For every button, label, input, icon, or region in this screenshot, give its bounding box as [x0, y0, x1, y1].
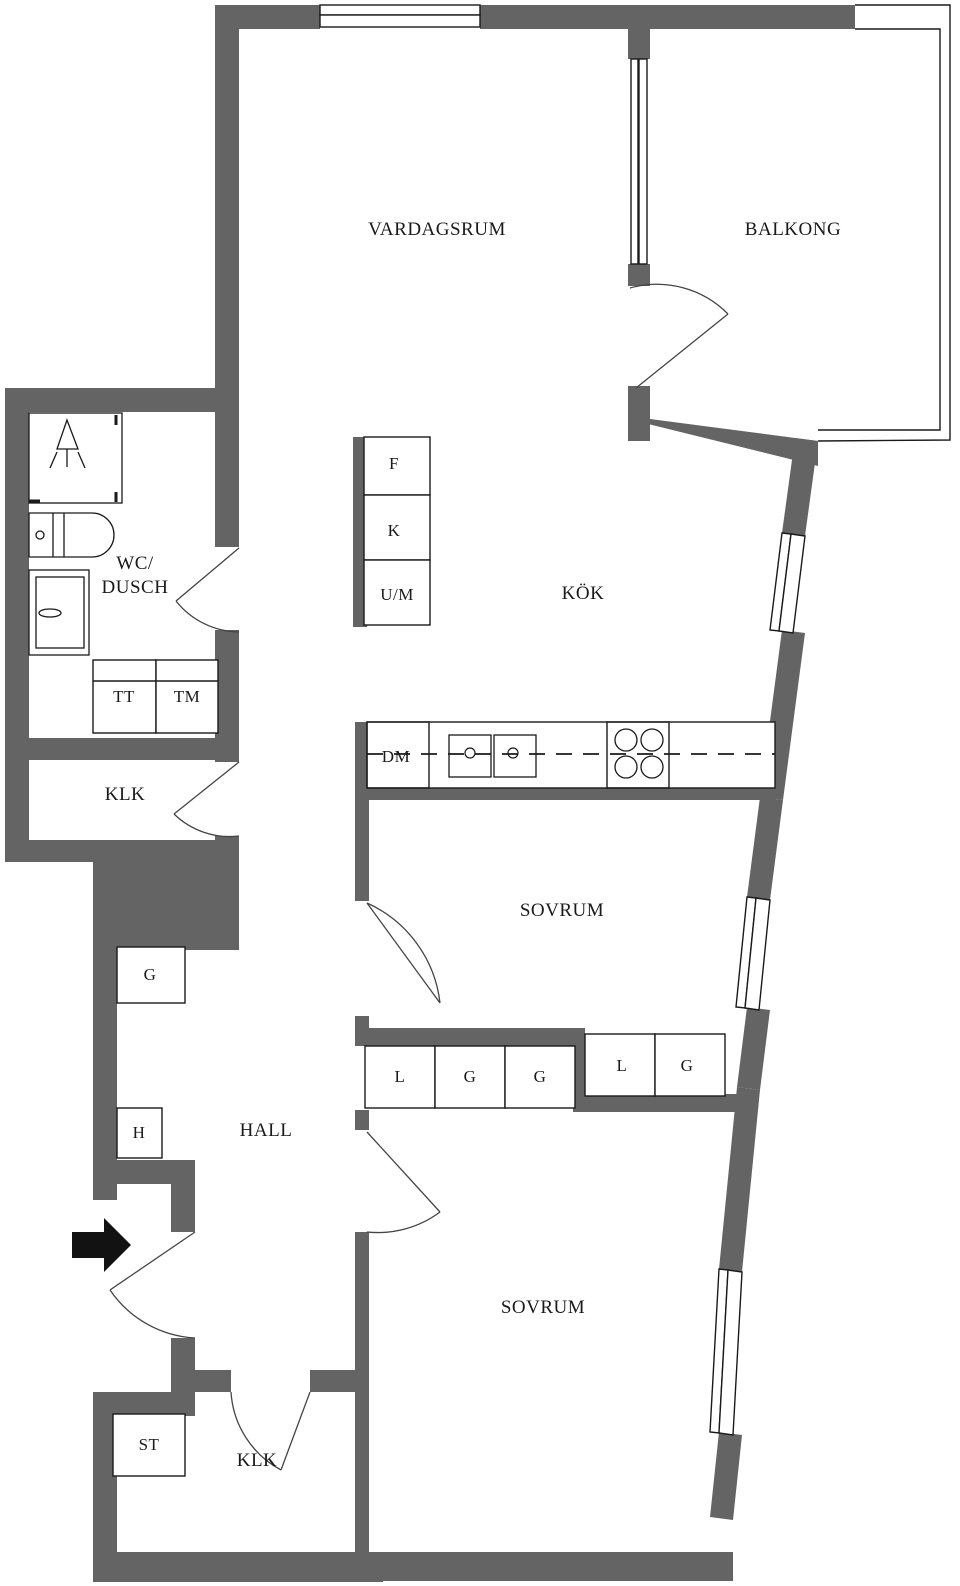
fixture-label-tumble-dryer: TT [113, 687, 135, 706]
wc-dusch-line1: WC/ [116, 553, 154, 574]
wc-dusch-line2: DUSCH [101, 577, 169, 598]
bathroom-fixtures [28, 412, 123, 656]
fixture-label-oven-microwave: U/M [380, 585, 414, 604]
room-label-hall: HALL [239, 1120, 293, 1141]
fixture-label-hat-shelf: H [132, 1123, 146, 1142]
room-label-klk-lower: KLK [236, 1450, 278, 1471]
fixture-label-wardrobe-hall: G [143, 965, 157, 984]
fixture-label-cleaning-storage: ST [138, 1435, 160, 1454]
room-label-vardagsrum: VARDAGSRUM [368, 219, 506, 240]
fixture-label-wardrobe-3: G [533, 1067, 547, 1086]
fixture-label-linen-1: L [394, 1067, 406, 1086]
cabinet-boxes [92, 436, 726, 1477]
entrance-arrow [72, 1218, 131, 1272]
fixture-label-washing-machine: TM [173, 687, 201, 706]
room-label-wc-dusch: WC/ DUSCH [75, 552, 195, 600]
room-label-klk-upper: KLK [104, 784, 146, 805]
kitchen-counter [366, 721, 776, 789]
fixture-label-linen-2: L [616, 1056, 628, 1075]
room-label-sovrum-2: SOVRUM [500, 1297, 586, 1318]
fixture-label-wardrobe-4: G [680, 1056, 694, 1075]
walls [5, 5, 855, 1582]
room-label-kok: KÖK [561, 583, 605, 604]
door-swings [109, 283, 729, 1471]
fixture-label-dishwasher: DM [381, 747, 411, 766]
windows [319, 4, 806, 1436]
fixture-label-freezer: F [389, 454, 399, 473]
room-label-balkong: BALKONG [744, 219, 842, 240]
room-label-sovrum-1: SOVRUM [519, 900, 605, 921]
fixture-label-wardrobe-2: G [463, 1067, 477, 1086]
fixture-label-fridge: K [387, 521, 401, 540]
balcony-outline [817, 4, 951, 442]
